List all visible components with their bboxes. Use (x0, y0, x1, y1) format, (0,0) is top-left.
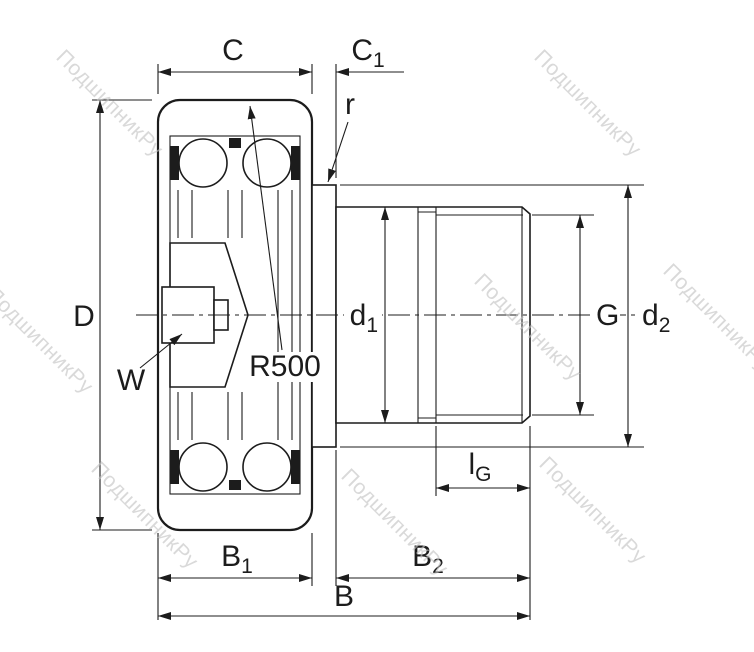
seal (170, 450, 179, 484)
dimension-d2 (340, 184, 644, 448)
label-backing (592, 298, 620, 330)
stud-collar (311, 184, 337, 448)
watermark-text: ПодшипникРу (52, 45, 168, 161)
label-B2: B2 (412, 540, 444, 578)
ball-top-right (242, 138, 292, 188)
label-d1: d1 (350, 299, 378, 337)
label-backing (640, 298, 684, 330)
dimension-G (532, 214, 594, 416)
label-B1: B1 (221, 540, 253, 578)
label-C: C (222, 34, 244, 67)
dimension-labels: C C1 r D W R500 d1 G d2 lG B1 B2 B (73, 34, 684, 613)
dimension-W (139, 333, 183, 369)
dimension-r (327, 121, 349, 183)
dimension-lG (435, 426, 531, 620)
dimension-B2 (335, 450, 530, 586)
dimensions (92, 64, 644, 620)
dimension-B1 (157, 533, 313, 620)
ball-bottom-right (242, 442, 292, 492)
dimension-D (92, 99, 152, 531)
watermark-text: ПодшипникРу (337, 464, 453, 580)
label-G: G (596, 299, 619, 332)
label-B: B (334, 580, 354, 613)
cage-mark (229, 138, 241, 148)
part-geometry (136, 98, 652, 532)
label-lG: lG (468, 448, 491, 486)
dimension-C1 (335, 64, 404, 178)
label-backing (344, 298, 382, 330)
label-R500: R500 (249, 350, 321, 383)
seal (291, 450, 300, 484)
label-d2: d2 (642, 299, 670, 337)
ball-top-left (178, 138, 228, 188)
dimension-C (157, 64, 313, 94)
bore-lines (177, 190, 293, 440)
label-r: r (345, 88, 355, 121)
cage-mark (229, 480, 241, 490)
watermark-text: ПодшипникРу (535, 452, 651, 568)
label-D: D (73, 300, 95, 333)
watermark-text: ПодшипникРу (530, 45, 646, 161)
seal (291, 146, 300, 180)
stud-head-section (169, 242, 249, 388)
label-C1: C1 (351, 34, 384, 72)
seal (170, 146, 179, 180)
ball-bottom-left (178, 442, 228, 492)
dimension-R500 (247, 105, 283, 351)
label-backing (246, 352, 324, 382)
label-W: W (117, 364, 146, 397)
